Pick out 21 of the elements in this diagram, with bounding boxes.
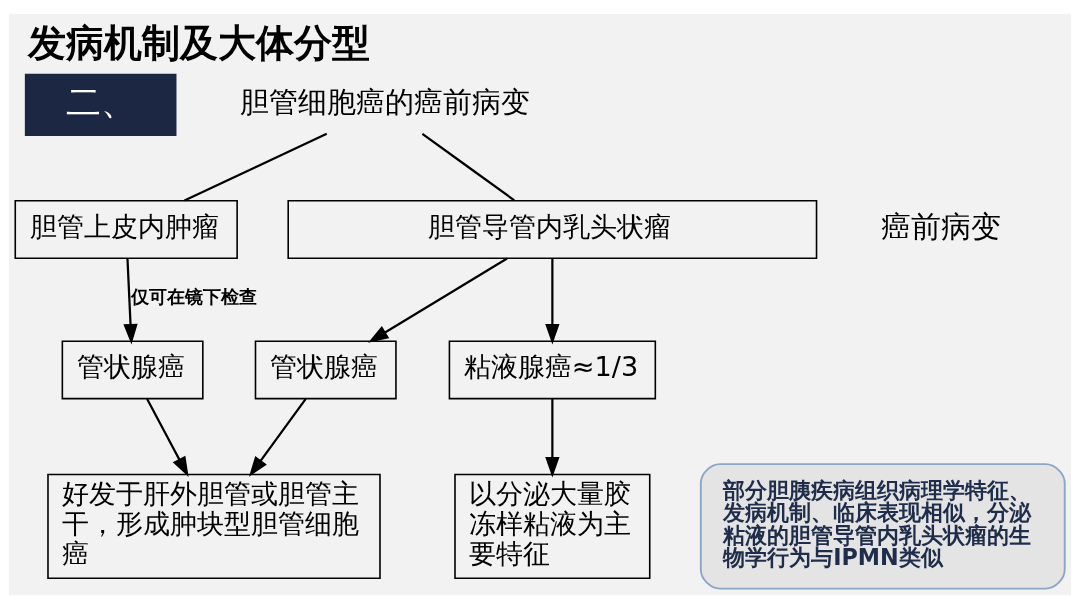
node-box: 胆管导管内乳头状瘤 [287,199,818,259]
node-box: 二、 [24,73,177,136]
arrow [545,398,560,477]
diagram-title: 发病机制及大体分型 [28,19,371,65]
node-box: 胆管上皮内肿瘤 [14,199,238,259]
node-box: 好发于肝外胆管或胆管主干，形成肿块型胆管细胞癌 [47,473,381,579]
edge-label: 仅可在镜下检查 [130,286,257,307]
node-box: 粘液腺癌≈1/3 [448,339,657,399]
connector [421,132,515,201]
node-text: 胆管细胞癌的癌前病变 [240,84,531,119]
node-box: 以分泌大量胶冻样粘液为主要特征 [454,473,651,579]
label: 癌前病变 [881,208,1002,244]
arrow [123,258,138,344]
node-box: 部分胆胰疾病组织病理学特征、发病机制、临床表现相似，分泌粘液的胆管导管内乳头状瘤的生物学行为与IPMN类似 [699,462,1066,590]
node-box: 管状腺癌 [254,339,397,399]
node-box: 管状腺癌 [61,339,204,399]
arrow [545,258,560,344]
arrow [248,397,307,477]
arrow [146,397,189,477]
connector [184,132,328,202]
arrow [368,257,508,343]
